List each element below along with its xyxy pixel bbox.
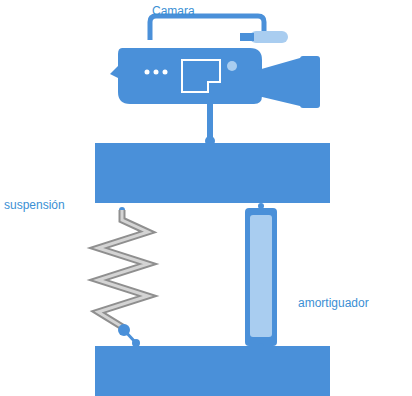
spring-coil xyxy=(98,210,148,328)
camera-body xyxy=(110,48,262,104)
camera-microphone xyxy=(250,31,288,43)
camera-light xyxy=(227,61,237,71)
part-label: amortiguador xyxy=(298,296,369,310)
mount-stem xyxy=(207,104,213,140)
camera-handle xyxy=(150,16,264,40)
part-label: Camara xyxy=(152,4,195,18)
camera-dot xyxy=(163,70,168,75)
camera-dot xyxy=(154,70,159,75)
camera-dot xyxy=(145,70,150,75)
damper-body xyxy=(245,208,277,346)
camera-panel xyxy=(182,60,220,92)
bottom-plate xyxy=(95,346,330,396)
spring-coil-highlight xyxy=(98,210,148,328)
part-label: suspensión xyxy=(4,198,65,212)
microphone-holder xyxy=(240,33,254,41)
top-plate xyxy=(95,143,330,203)
damper-cylinder xyxy=(250,215,272,337)
spring-joint xyxy=(132,339,140,347)
lens-ring xyxy=(300,56,320,108)
